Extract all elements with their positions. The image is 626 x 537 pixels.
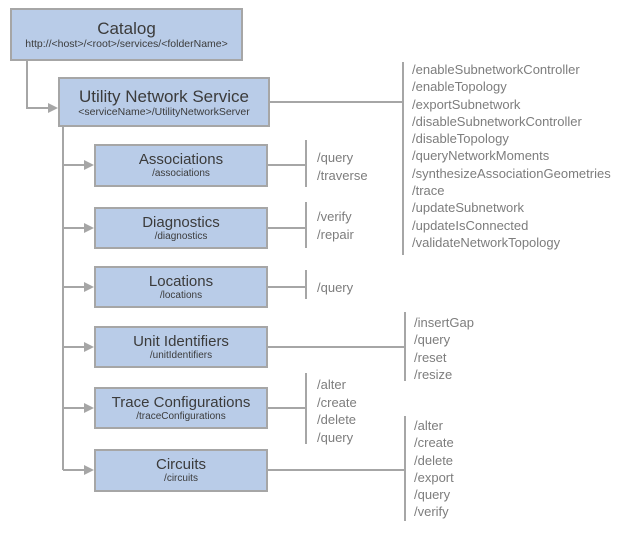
op-item: /query [317,280,354,295]
arrowhead-uns [48,103,58,113]
op-item: /query [414,332,451,348]
op-item: /updateSubnetwork [412,200,525,216]
node-diagnostics: Diagnostics /diagnostics [94,207,268,249]
node-catalog: Catalog http://<host>/<root>/services/<f… [10,8,243,61]
node-uns-title: Utility Network Service [78,86,250,106]
op-item: /insertGap [414,315,474,330]
op-item: /disableSubnetworkController [412,113,582,129]
node-diagnostics-subtitle: /diagnostics [154,230,208,242]
ops-list-unit-identifiers: /insertGap /query /reset /resize [414,314,474,383]
op-item: /delete [317,412,357,427]
op-item: /query [317,150,354,165]
op-item: /enableSubnetworkController [412,62,580,77]
node-circuits-subtitle: /circuits [164,473,198,484]
node-locations-subtitle: /locations [159,289,203,301]
op-item: /disableTopology [412,131,509,147]
op-item: /verify [414,504,449,520]
op-item: /queryNetworkMoments [412,148,550,164]
node-trace-configurations-title: Trace Configurations [111,393,251,411]
ops-list-trace-configurations: /alter /create /delete /query [317,376,357,446]
ops-list-circuits: /alter /create /delete /export /query /v… [414,417,454,521]
arrowhead-circuits [84,465,94,475]
ops-list-utility-network-service: /enableSubnetworkController /enableTopol… [412,61,611,251]
node-circuits: Circuits /circuits [94,449,268,492]
op-item: /trace [412,183,445,199]
op-item: /query [414,487,451,503]
op-item: /exportSubnetwork [412,96,521,112]
op-item: /synthesizeAssociationGeometries [412,165,611,181]
node-locations-title: Locations [148,272,214,290]
node-associations: Associations /associations [94,144,268,187]
op-item: /updateIsConnected [412,217,529,233]
arrowhead-diagnostics [84,223,94,233]
node-catalog-title: Catalog [97,19,156,38]
op-item: /export [414,469,454,485]
arrowhead-trace-configurations [84,403,94,413]
arrowhead-locations [84,282,94,292]
ops-list-locations: /query [317,279,353,297]
node-circuits-title: Circuits [155,456,206,473]
op-item: /query [317,429,354,445]
node-trace-configurations: Trace Configurations /traceConfiguration… [94,387,268,429]
node-unit-identifiers: Unit Identifiers /unitIdentifiers [94,326,268,368]
op-item: /enableTopology [412,79,507,95]
op-item: /create [414,435,454,451]
arrowhead-unit-identifiers [84,342,94,352]
arrowhead-associations [84,160,94,170]
connector-catalog-to-uns [26,61,49,109]
op-item: /repair [317,226,354,242]
node-unit-identifiers-subtitle: /unitIdentifiers [149,349,213,361]
node-uns-subtitle: <serviceName>/UtilityNetworkServer [78,105,250,118]
ops-list-associations: /query /traverse [317,149,368,184]
node-locations: Locations /locations [94,266,268,308]
node-catalog-subtitle: http://<host>/<root>/services/<folderNam… [25,38,228,50]
ops-list-diagnostics: /verify /repair [317,208,354,243]
node-diagnostics-title: Diagnostics [142,213,220,231]
node-utility-network-service: Utility Network Service <serviceName>/Ut… [58,77,270,127]
op-item: /validateNetworkTopology [412,234,561,250]
op-item: /traverse [317,167,368,183]
op-item: /resize [414,366,453,382]
op-item: /verify [317,209,352,224]
op-item: /alter [317,377,346,392]
node-associations-subtitle: /associations [152,168,210,179]
node-trace-configurations-subtitle: /traceConfigurations [136,410,226,422]
op-item: /create [317,394,357,410]
node-associations-title: Associations [138,151,224,168]
node-unit-identifiers-title: Unit Identifiers [133,332,229,350]
op-item: /alter [414,418,443,433]
op-item: /reset [414,349,447,365]
op-item: /delete [414,452,454,468]
